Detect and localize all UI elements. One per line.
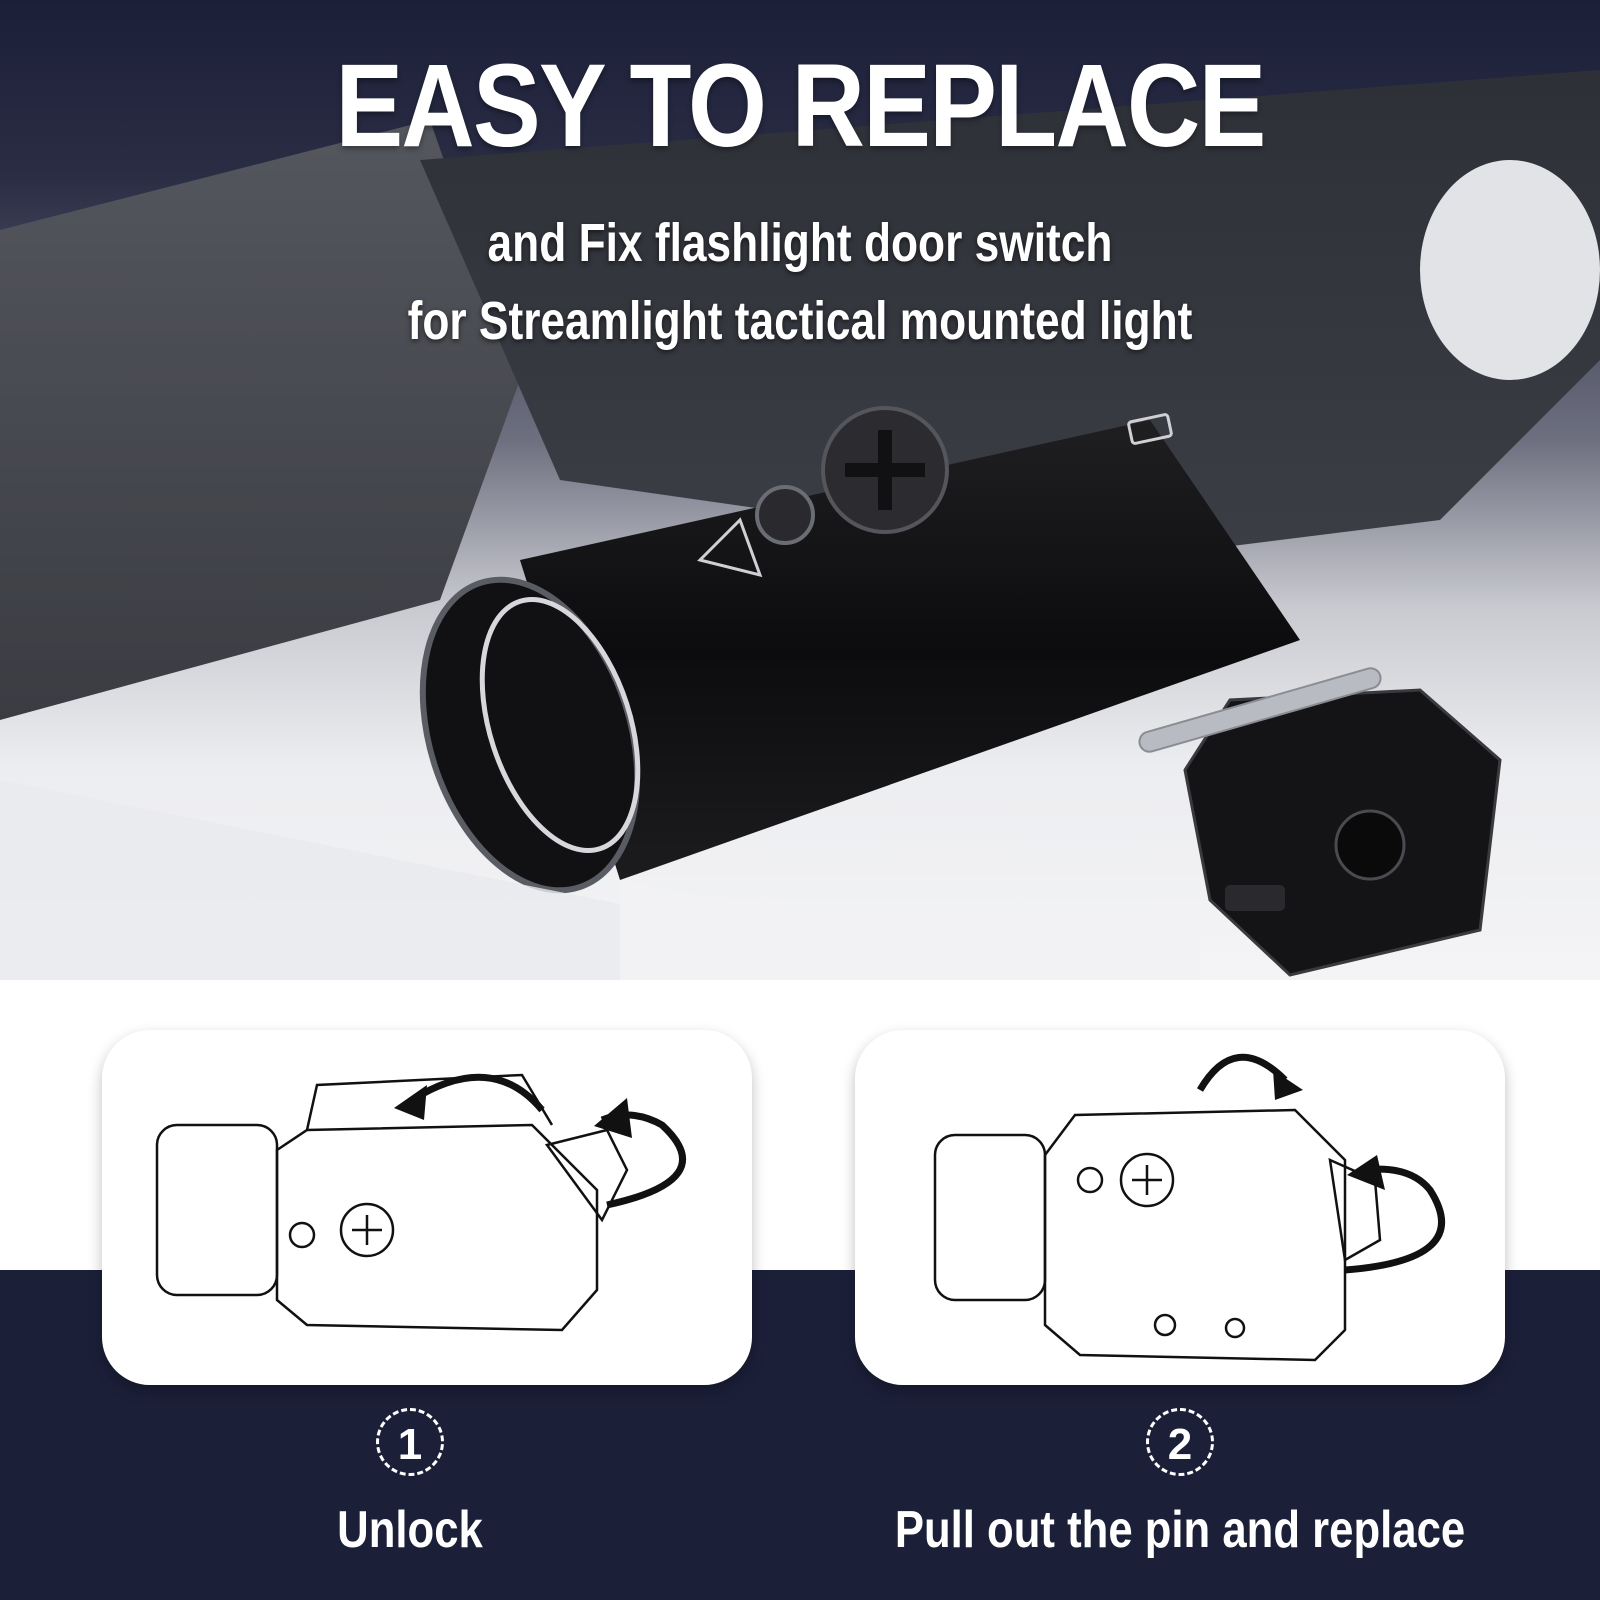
diagram-body-2	[1043, 1108, 1347, 1362]
battery-icon	[1127, 413, 1173, 445]
remove-arrow-top-head	[1273, 1070, 1303, 1100]
step-1-card	[102, 1030, 752, 1385]
bezel-ring	[479, 596, 641, 854]
diagram-screw-2	[1076, 1166, 1104, 1194]
diagram-door	[544, 1128, 629, 1223]
remove-arrow-top	[1196, 1053, 1288, 1092]
hero-photo: EASY TO REPLACE and Fix flashlight door …	[0, 0, 1600, 980]
rotate-arrow-top-head	[394, 1085, 427, 1120]
step-2-label: Pull out the pin and replace	[894, 1501, 1466, 1559]
diagram-screw	[288, 1221, 316, 1249]
hot-warning-icon	[697, 517, 763, 578]
diagram-cap-slot-2	[1132, 1165, 1162, 1195]
diagram-hole	[1224, 1317, 1246, 1339]
headline: EASY TO REPLACE	[335, 40, 1266, 172]
rotate-arrow-top	[410, 1073, 545, 1113]
diagram-cap-2	[1119, 1152, 1175, 1208]
frame-shape	[420, 70, 1600, 560]
hex-screw	[755, 485, 815, 545]
diagram-bezel-2	[933, 1133, 1047, 1302]
cloth-2	[620, 880, 1200, 980]
switch-lever	[1225, 885, 1285, 911]
replace-diagram	[933, 1053, 1445, 1362]
step-1-number: 1	[376, 1408, 444, 1476]
subheadline-line-2: for Streamlight tactical mounted light	[407, 291, 1193, 351]
light-body	[520, 420, 1300, 880]
pin-arrow	[1344, 1165, 1445, 1274]
step-1-label: Unlock	[337, 1501, 483, 1559]
pin-arrow-head	[1347, 1155, 1385, 1190]
diagram-cap-slot	[352, 1215, 382, 1245]
barrel-shape	[0, 120, 520, 720]
replacement-pin	[1138, 667, 1382, 753]
cloth	[0, 780, 700, 980]
rotate-arrow-side-head	[594, 1098, 632, 1138]
battery-cap-slot	[845, 430, 925, 510]
step-2-number: 2	[1146, 1408, 1214, 1476]
diagram-cap	[339, 1202, 395, 1258]
diagram-body	[275, 1123, 599, 1332]
weapon-light-photo	[0, 70, 1600, 980]
step-2-card	[855, 1030, 1505, 1385]
switch-button	[1334, 809, 1406, 881]
unlock-diagram	[155, 1073, 686, 1332]
diagram-bezel	[155, 1123, 279, 1297]
trigger-guard-opening	[1420, 160, 1600, 380]
subheadline-line-1: and Fix flashlight door switch	[487, 213, 1113, 273]
diagram-button	[1153, 1313, 1177, 1337]
